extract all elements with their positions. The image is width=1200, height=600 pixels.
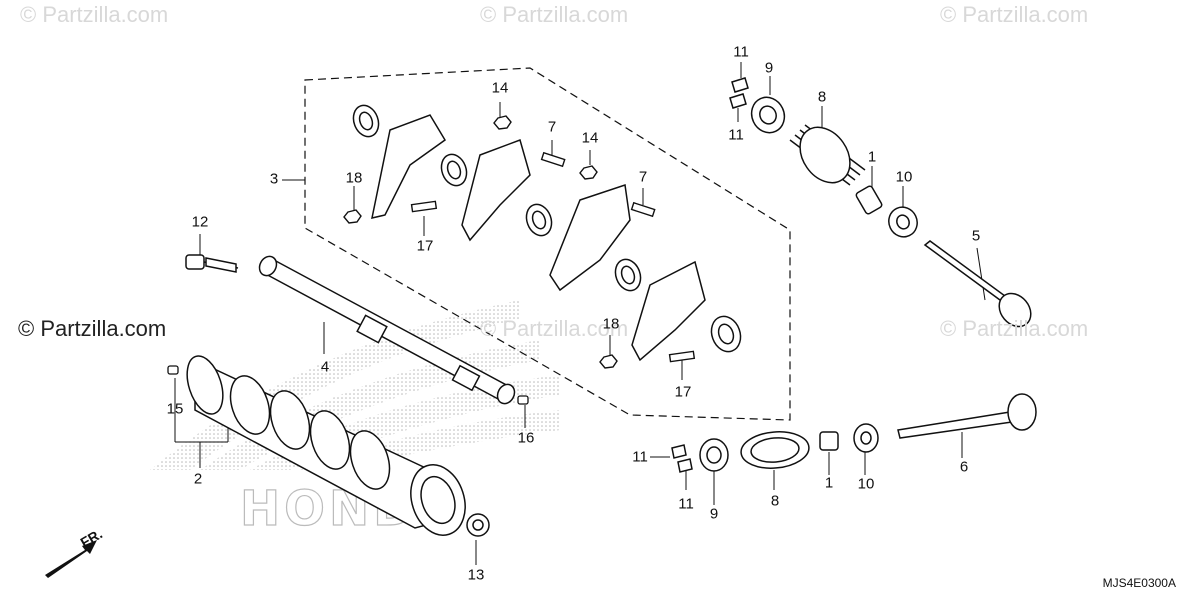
- callout-11-b: 11: [728, 126, 744, 144]
- callout-6: 6: [959, 458, 969, 476]
- diagram-code: MJS4E0300A: [1102, 576, 1176, 590]
- callout-8-bottom: 8: [770, 492, 780, 510]
- callout-17-b: 17: [674, 383, 692, 401]
- upper-valve-assembly: [729, 77, 1032, 328]
- watermark-top-left: © Partzilla.com: [20, 2, 169, 27]
- rocker-arms: [371, 114, 706, 362]
- lower-valve-assembly: [671, 393, 1037, 473]
- nuts: [343, 115, 618, 369]
- callout-2: 2: [193, 470, 203, 488]
- bolt-13: [466, 513, 490, 537]
- leader-lines: [174, 62, 986, 565]
- watermark-mid-right: © Partzilla.com: [940, 316, 1089, 341]
- watermark-top-right: © Partzilla.com: [940, 2, 1089, 27]
- callout-15: 15: [166, 400, 184, 418]
- watermark-mid-center: © Partzilla.com: [480, 316, 629, 341]
- callout-14-a: 14: [491, 79, 509, 97]
- callout-11-c: 11: [632, 448, 648, 466]
- bolt-12: [185, 254, 239, 273]
- callout-13: 13: [467, 566, 485, 584]
- callout-18-a: 18: [345, 169, 363, 187]
- watermark-mid-left: © Partzilla.com: [18, 316, 167, 341]
- callout-11-d: 11: [678, 495, 694, 513]
- rocker-arm-group-box: [304, 67, 791, 421]
- dowel-pin-16: [517, 395, 529, 405]
- callout-4: 4: [320, 358, 330, 376]
- callout-11-a: 11: [733, 43, 749, 61]
- dowel-pin-15: [167, 365, 179, 375]
- callout-14-b: 14: [581, 129, 599, 147]
- watermark-top-center: © Partzilla.com: [480, 2, 629, 27]
- callout-5: 5: [971, 227, 981, 245]
- rocker-shaft: [258, 255, 516, 405]
- callout-10-top: 10: [895, 168, 913, 186]
- callout-17-a: 17: [416, 237, 434, 255]
- front-arrow-icon: [45, 540, 97, 578]
- callout-8-top: 8: [817, 88, 827, 106]
- callout-12: 12: [191, 213, 209, 231]
- adjusting-screws: [410, 151, 696, 363]
- callout-9-top: 9: [764, 59, 774, 77]
- callout-10-bottom: 10: [857, 475, 875, 493]
- callout-7-b: 7: [638, 168, 648, 186]
- callout-18-b: 18: [602, 315, 620, 333]
- callout-9-bottom: 9: [709, 505, 719, 523]
- callout-3: 3: [269, 170, 279, 188]
- callout-7-a: 7: [547, 118, 557, 136]
- callout-1-bottom: 1: [824, 474, 834, 492]
- camshaft: [186, 355, 466, 536]
- callout-1-top: 1: [867, 148, 877, 166]
- callout-16: 16: [517, 429, 535, 447]
- washers: [352, 104, 742, 353]
